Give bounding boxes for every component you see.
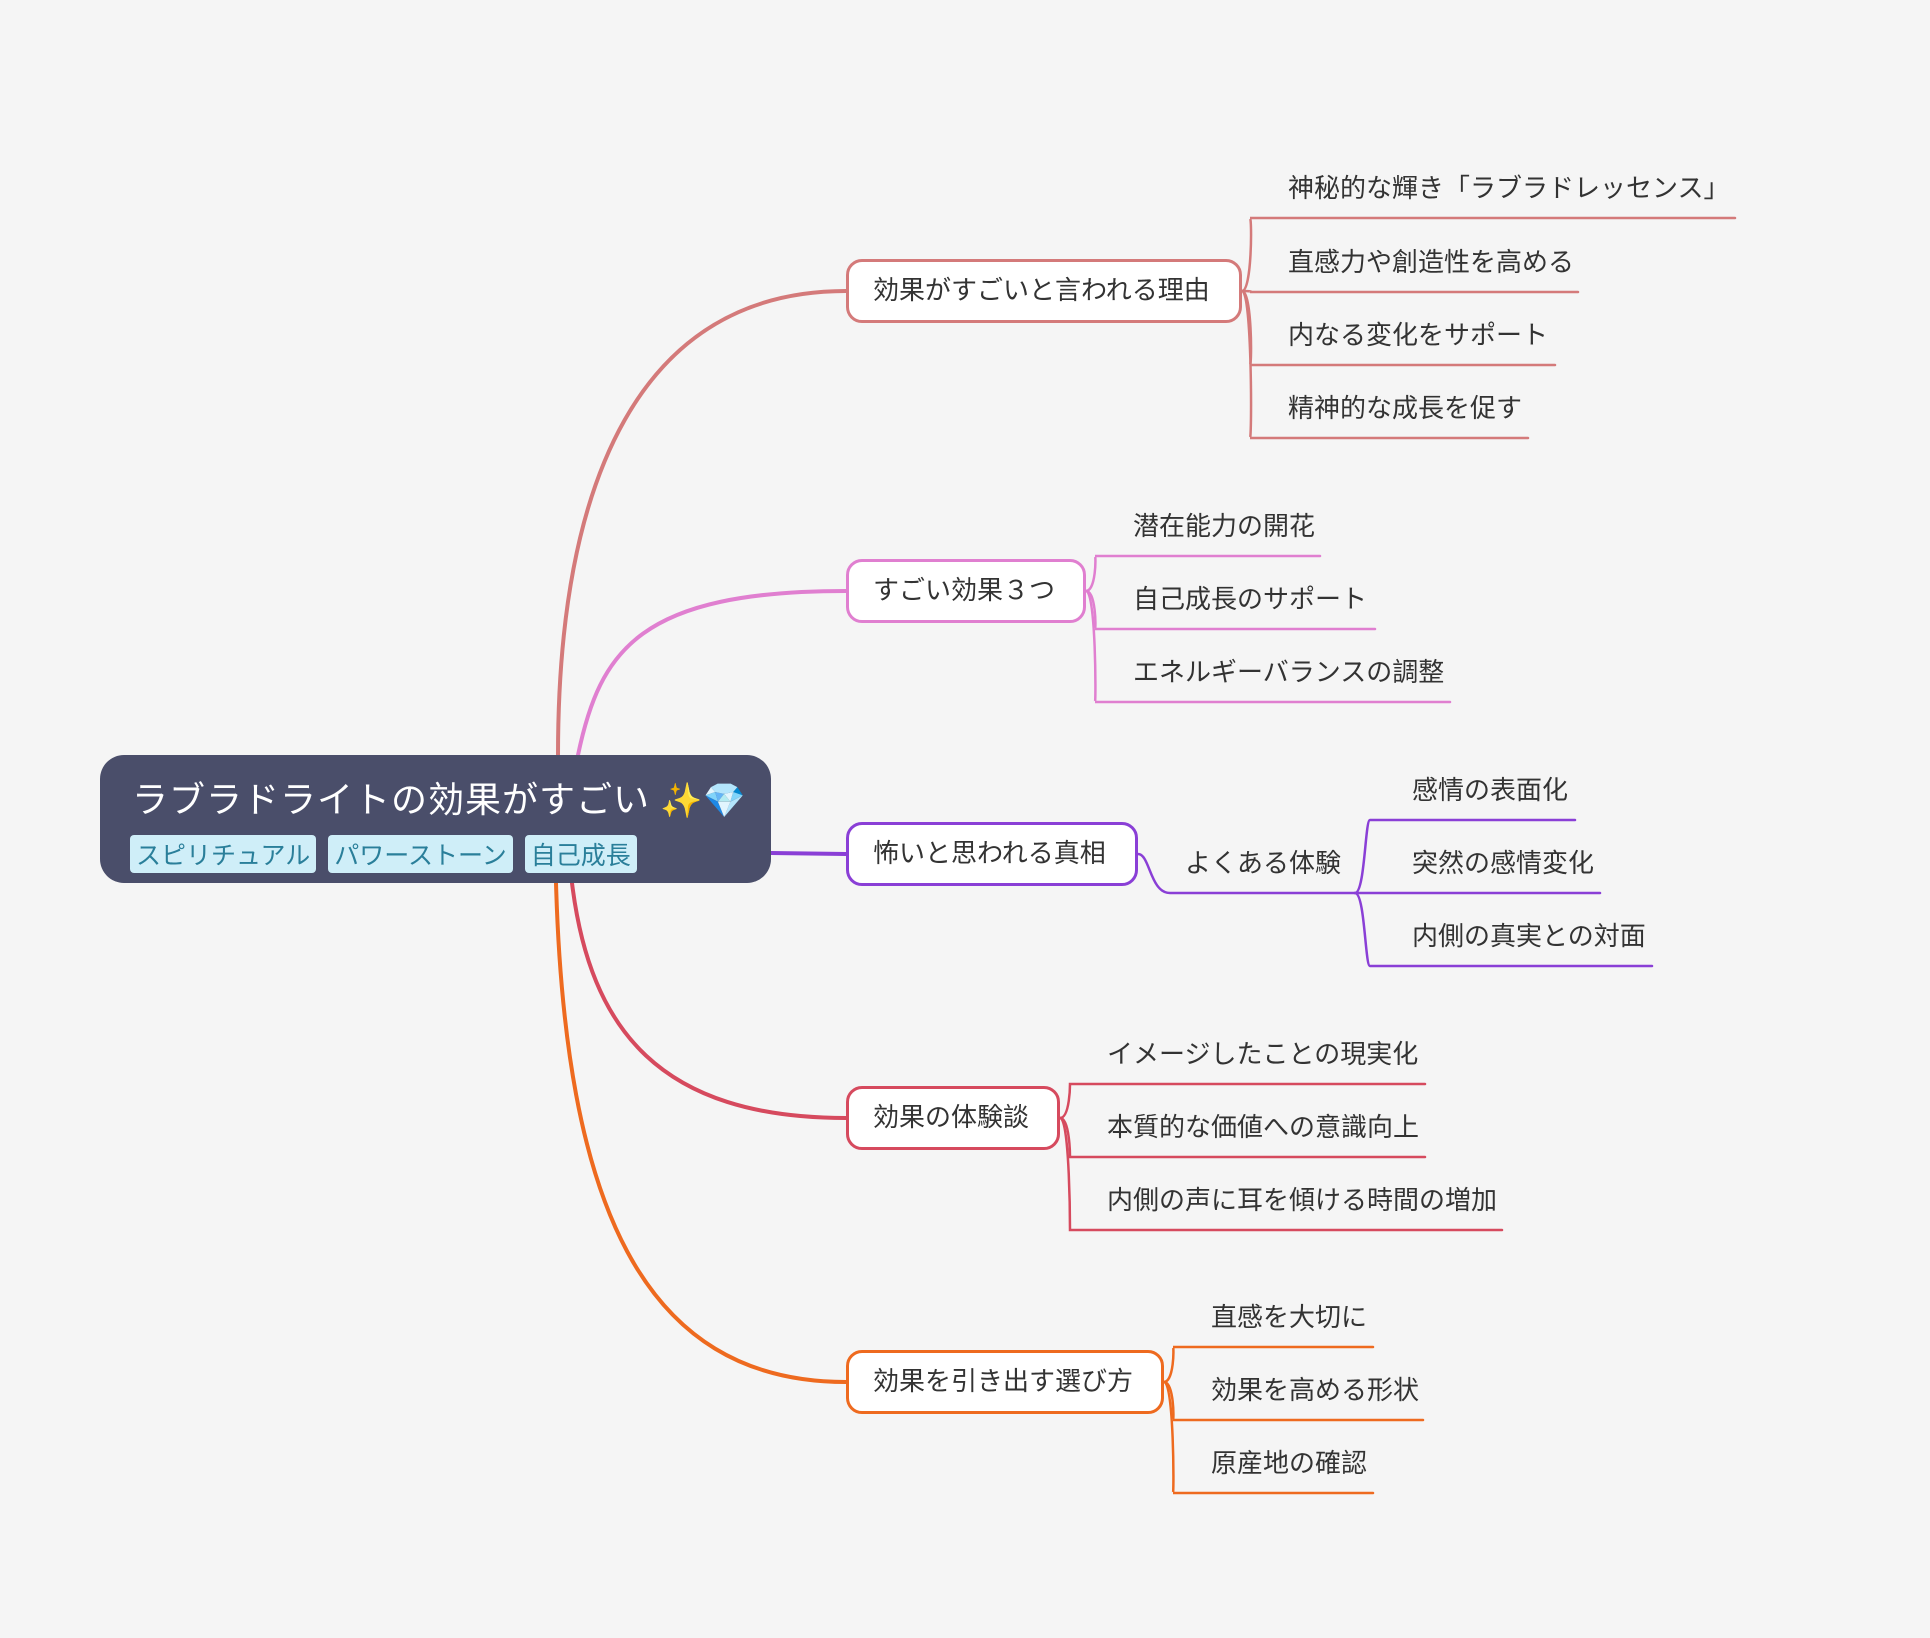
- branch-testimonials[interactable]: 効果の体験談: [846, 1086, 1060, 1150]
- leaf-spiritual-growth[interactable]: 精神的な成長を促す: [1288, 394, 1523, 424]
- connector-root-branch-scary-truth: [769, 851, 848, 856]
- leaf-trust-intuition[interactable]: 直感を大切に: [1211, 1303, 1368, 1333]
- branch-how-to-choose[interactable]: 効果を引き出す選び方: [846, 1350, 1164, 1414]
- connector-root-branch-how-to-choose: [554, 881, 848, 1384]
- leaf-inner-voice[interactable]: 内側の声に耳を傾ける時間の増加: [1107, 1186, 1498, 1216]
- connector-testimonials-leaf-2: [1058, 1116, 1504, 1232]
- leaf-essential-value[interactable]: 本質的な価値への意識向上: [1107, 1113, 1420, 1143]
- leaf-inner-change[interactable]: 内なる変化をサポート: [1288, 321, 1549, 351]
- leaf-shape[interactable]: 効果を高める形状: [1211, 1376, 1420, 1406]
- leaf-mystic-glow[interactable]: 神秘的な輝き「ラブラドレッセンス」: [1288, 174, 1730, 204]
- root-title-text: ラブラドライトの効果がすごい: [132, 780, 651, 821]
- connector-root-branch-three-effects: [576, 589, 848, 757]
- root-tags: スピリチュアル パワーストーン 自己成長: [130, 835, 637, 873]
- branch-three-effects[interactable]: すごい効果３つ: [846, 559, 1086, 623]
- connector-three-effects-leaf-0: [1084, 554, 1322, 593]
- connector-reasons-leaf-0: [1240, 216, 1737, 293]
- leaf-self-growth-support[interactable]: 自己成長のサポート: [1133, 585, 1368, 615]
- connector-reasons-leaf-3: [1240, 289, 1530, 440]
- connector-sub-leaf-2: [1353, 891, 1654, 968]
- leaf-energy-balance[interactable]: エネルギーバランスの調整: [1133, 658, 1445, 688]
- connector-sub-leaf-0: [1353, 818, 1577, 895]
- sub-common-experience[interactable]: よくある体験: [1185, 849, 1342, 879]
- connector-how-to-choose-leaf-0: [1162, 1345, 1375, 1384]
- leaf-inner-truth[interactable]: 内側の真実との対面: [1412, 922, 1646, 952]
- leaf-emotion-surfacing[interactable]: 感情の表面化: [1412, 776, 1569, 806]
- leaf-intuition-creativity[interactable]: 直感力や創造性を高める: [1288, 248, 1575, 278]
- connector-testimonials-leaf-0: [1058, 1082, 1427, 1120]
- leaf-origin[interactable]: 原産地の確認: [1211, 1449, 1368, 1479]
- connector-scary-truth-sub: [1136, 852, 1357, 895]
- branch-reasons[interactable]: 効果がすごいと言われる理由: [846, 259, 1242, 323]
- leaf-manifestation[interactable]: イメージしたことの現実化: [1107, 1040, 1419, 1070]
- connector-root-branch-reasons: [556, 289, 848, 757]
- tag-self-growth[interactable]: 自己成長: [524, 835, 637, 873]
- tag-power-stone[interactable]: パワーストーン: [328, 835, 513, 873]
- tag-spiritual[interactable]: スピリチュアル: [130, 835, 317, 873]
- sparkle-gem-icon: ✨💎: [660, 781, 747, 821]
- connector-reasons-leaf-1: [1240, 289, 1580, 294]
- root-title: ラブラドライトの効果がすごい✨💎: [132, 771, 747, 823]
- branch-scary-truth[interactable]: 怖いと思われる真相: [846, 822, 1138, 886]
- leaf-potential[interactable]: 潜在能力の開花: [1133, 512, 1316, 542]
- root-topic[interactable]: ラブラドライトの効果がすごい✨💎 スピリチュアル パワーストーン 自己成長: [100, 755, 771, 883]
- connector-three-effects-leaf-2: [1084, 589, 1452, 704]
- leaf-sudden-emotion-change[interactable]: 突然の感情変化: [1412, 849, 1595, 879]
- connector-how-to-choose-leaf-2: [1162, 1380, 1375, 1495]
- connector-root-branch-testimonials: [570, 881, 848, 1120]
